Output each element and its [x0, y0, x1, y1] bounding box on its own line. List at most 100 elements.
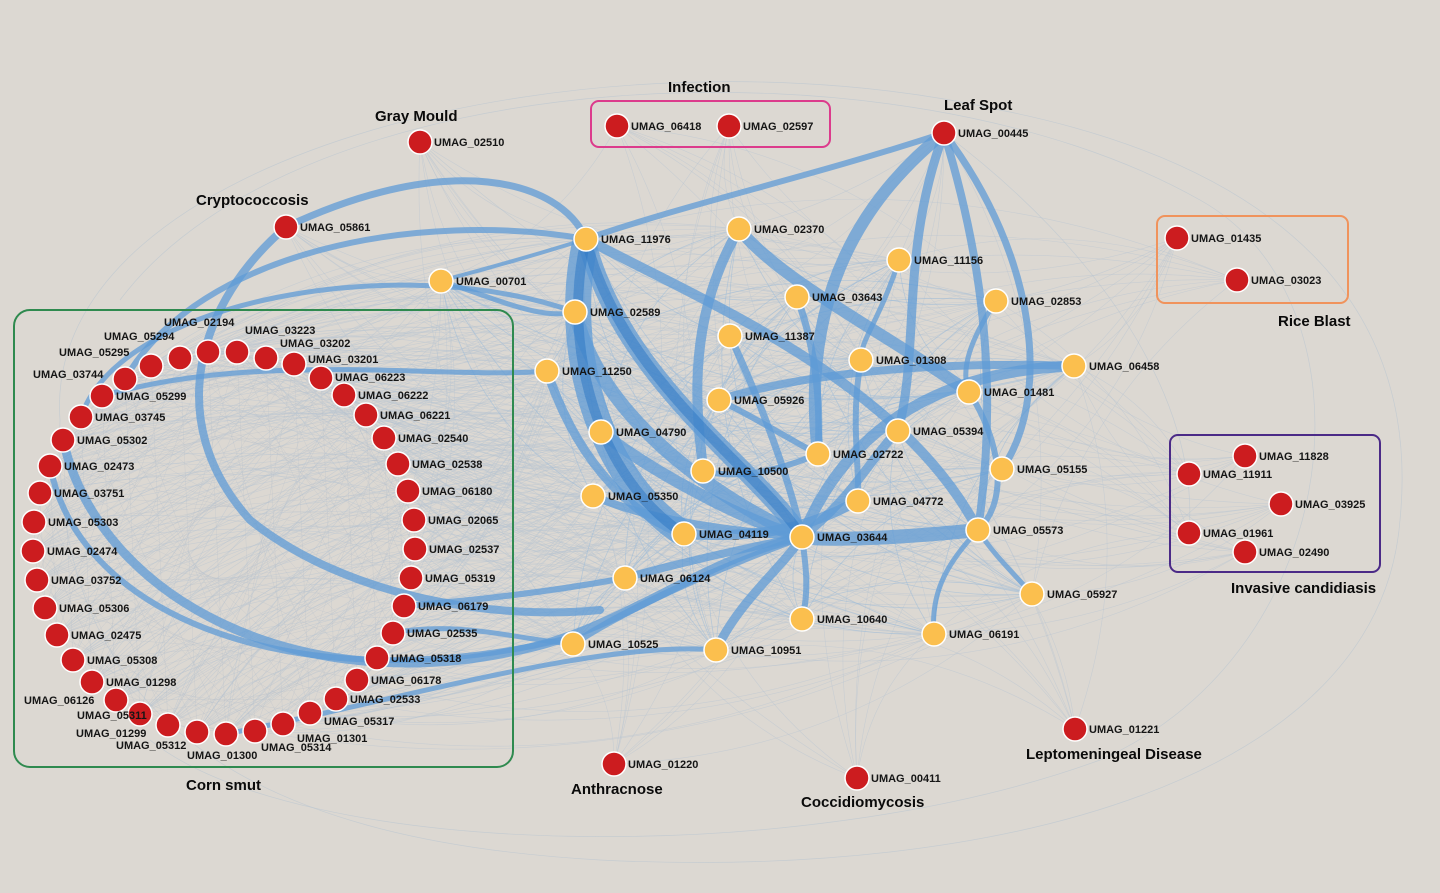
gene-node[interactable]: [956, 379, 982, 405]
corn-smut-node[interactable]: [270, 711, 296, 737]
corn-smut-node[interactable]: [213, 721, 239, 747]
gene-node[interactable]: [560, 631, 586, 657]
disease-node[interactable]: [1164, 225, 1190, 251]
gene-node[interactable]: [921, 621, 947, 647]
corn-smut-node[interactable]: [391, 593, 417, 619]
gene-node[interactable]: [983, 288, 1009, 314]
strong-edge: [711, 532, 807, 655]
gene-node[interactable]: [1061, 353, 1087, 379]
weak-edge: [403, 533, 685, 609]
corn-smut-node[interactable]: [37, 453, 63, 479]
corn-smut-node[interactable]: [323, 686, 349, 712]
gene-node[interactable]: [789, 524, 815, 550]
corn-smut-node[interactable]: [401, 507, 427, 533]
gene-node[interactable]: [717, 323, 743, 349]
corn-smut-node[interactable]: [27, 480, 53, 506]
disease-node[interactable]: [1224, 267, 1250, 293]
gene-node[interactable]: [726, 216, 752, 242]
gene-node[interactable]: [789, 606, 815, 632]
corn-smut-node[interactable]: [50, 427, 76, 453]
gene-node[interactable]: [562, 299, 588, 325]
gene-node[interactable]: [534, 358, 560, 384]
weak-edge: [282, 577, 412, 725]
corn-smut-node[interactable]: [195, 339, 221, 365]
disease-node[interactable]: [1176, 520, 1202, 546]
gene-node[interactable]: [706, 387, 732, 413]
corn-smut-node-label: UMAG_06126: [24, 695, 94, 707]
gene-node[interactable]: [885, 418, 911, 444]
weak-edge: [39, 381, 899, 494]
corn-smut-node[interactable]: [281, 351, 307, 377]
corn-smut-node[interactable]: [32, 595, 58, 621]
disease-node[interactable]: [1062, 716, 1088, 742]
corn-smut-node[interactable]: [103, 687, 129, 713]
corn-smut-node[interactable]: [127, 701, 153, 727]
corn-smut-node[interactable]: [21, 509, 47, 535]
weak-edge: [309, 365, 1075, 714]
corn-smut-node[interactable]: [297, 700, 323, 726]
corn-smut-node[interactable]: [112, 366, 138, 392]
corn-smut-node[interactable]: [68, 404, 94, 430]
corn-smut-node[interactable]: [380, 620, 406, 646]
corn-smut-node[interactable]: [344, 667, 370, 693]
disease-node[interactable]: [844, 765, 870, 791]
corn-smut-node[interactable]: [184, 719, 210, 745]
disease-node[interactable]: [1232, 443, 1258, 469]
gene-node[interactable]: [573, 226, 599, 252]
gene-node[interactable]: [886, 247, 912, 273]
corn-smut-node[interactable]: [364, 645, 390, 671]
corn-smut-node[interactable]: [24, 567, 50, 593]
gene-node[interactable]: [989, 456, 1015, 482]
disease-node[interactable]: [931, 120, 957, 146]
gene-node[interactable]: [612, 565, 638, 591]
gene-node[interactable]: [690, 458, 716, 484]
weak-edge: [282, 633, 935, 747]
corn-smut-node-label: UMAG_06222: [358, 390, 428, 402]
disease-node[interactable]: [716, 113, 742, 139]
corn-smut-node[interactable]: [20, 538, 46, 564]
gene-node[interactable]: [805, 441, 831, 467]
gene-node[interactable]: [965, 517, 991, 543]
gene-node[interactable]: [671, 521, 697, 547]
gene-node[interactable]: [848, 347, 874, 373]
corn-smut-node[interactable]: [353, 402, 379, 428]
gene-node[interactable]: [784, 284, 810, 310]
corn-smut-node-label: UMAG_06223: [335, 372, 405, 384]
corn-smut-node[interactable]: [331, 382, 357, 408]
corn-smut-node[interactable]: [242, 718, 268, 744]
corn-smut-node[interactable]: [398, 565, 424, 591]
corn-smut-node[interactable]: [253, 345, 279, 371]
weak-edge: [320, 377, 337, 700]
corn-smut-node[interactable]: [371, 425, 397, 451]
weak-edge: [1001, 468, 1190, 534]
corn-smut-node[interactable]: [167, 345, 193, 371]
corn-smut-node[interactable]: [79, 669, 105, 695]
gene-node[interactable]: [703, 637, 729, 663]
disease-node[interactable]: [407, 129, 433, 155]
weak-edge: [897, 430, 979, 531]
disease-node[interactable]: [273, 214, 299, 240]
corn-smut-node-label: UMAG_02533: [350, 694, 420, 706]
disease-node[interactable]: [604, 113, 630, 139]
corn-smut-node[interactable]: [60, 647, 86, 673]
gene-node[interactable]: [845, 488, 871, 514]
corn-smut-node-label: UMAG_02474: [47, 546, 118, 558]
gene-node[interactable]: [428, 268, 454, 294]
corn-smut-node[interactable]: [89, 383, 115, 409]
corn-smut-node[interactable]: [385, 451, 411, 477]
disease-node[interactable]: [1268, 491, 1294, 517]
gene-node[interactable]: [1019, 581, 1045, 607]
disease-node[interactable]: [1176, 461, 1202, 487]
corn-smut-node[interactable]: [308, 365, 334, 391]
gene-node[interactable]: [588, 419, 614, 445]
gene-node-label: UMAG_10525: [588, 639, 658, 651]
corn-smut-node[interactable]: [395, 478, 421, 504]
disease-node[interactable]: [1232, 539, 1258, 565]
disease-node[interactable]: [601, 751, 627, 777]
corn-smut-node[interactable]: [402, 536, 428, 562]
corn-smut-node[interactable]: [44, 622, 70, 648]
gene-node[interactable]: [580, 483, 606, 509]
corn-smut-node[interactable]: [155, 712, 181, 738]
corn-smut-node[interactable]: [138, 353, 164, 379]
corn-smut-node[interactable]: [224, 339, 250, 365]
